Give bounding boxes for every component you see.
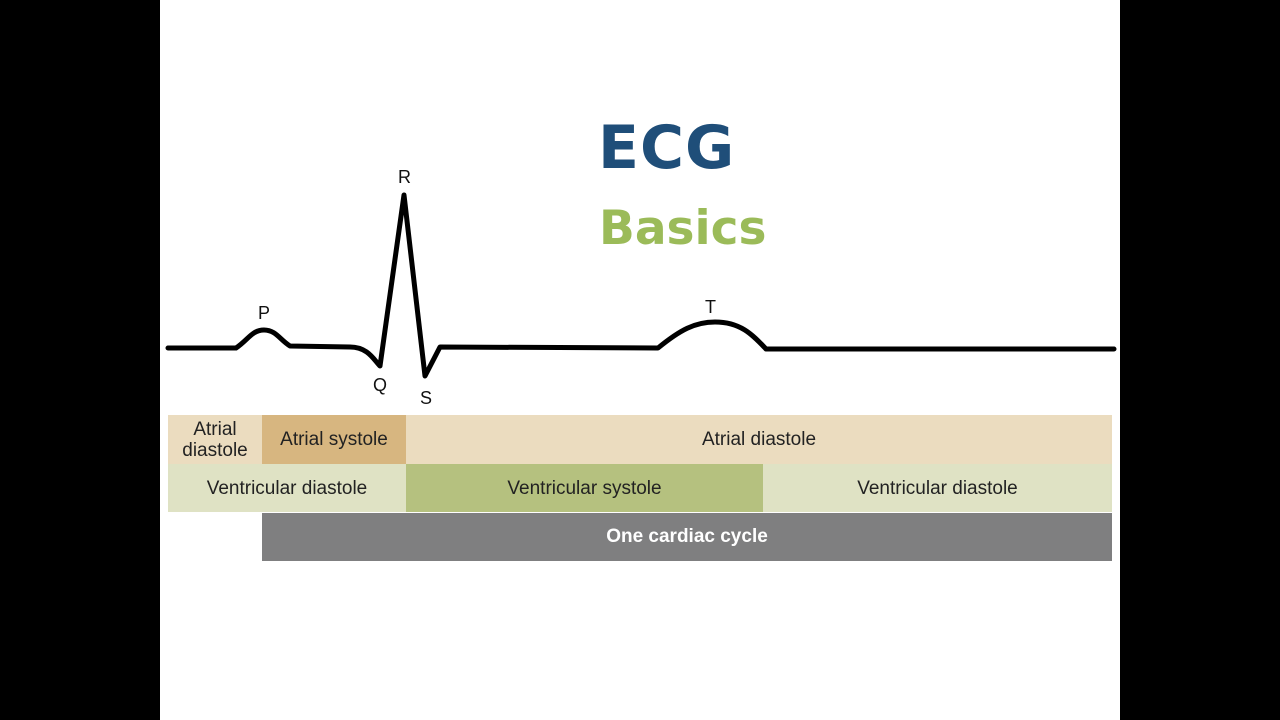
slide-subtitle: Basics [599, 201, 767, 256]
t-wave-label: T [705, 297, 716, 317]
s-wave-label: S [420, 388, 432, 408]
ecg-waveform [165, 192, 1117, 379]
left-letterbox [0, 0, 160, 720]
ventricular-diastole-band-left: Ventricular diastole [168, 464, 406, 512]
q-wave-label: Q [373, 375, 387, 395]
r-wave-label: R [398, 167, 411, 187]
slide-title: ECG [598, 113, 736, 183]
right-letterbox [1120, 0, 1280, 720]
p-wave-label: P [258, 303, 270, 323]
ecg-diagram: P R Q S T [165, 167, 1117, 408]
ventricular-diastole-band-right: Ventricular diastole [763, 464, 1112, 512]
atrial-diastole-band-right: Atrial diastole [406, 415, 1112, 464]
ventricular-systole-band: Ventricular systole [406, 464, 763, 512]
atrial-systole-band: Atrial systole [262, 415, 406, 464]
cardiac-cycle-bar: One cardiac cycle [262, 513, 1112, 561]
